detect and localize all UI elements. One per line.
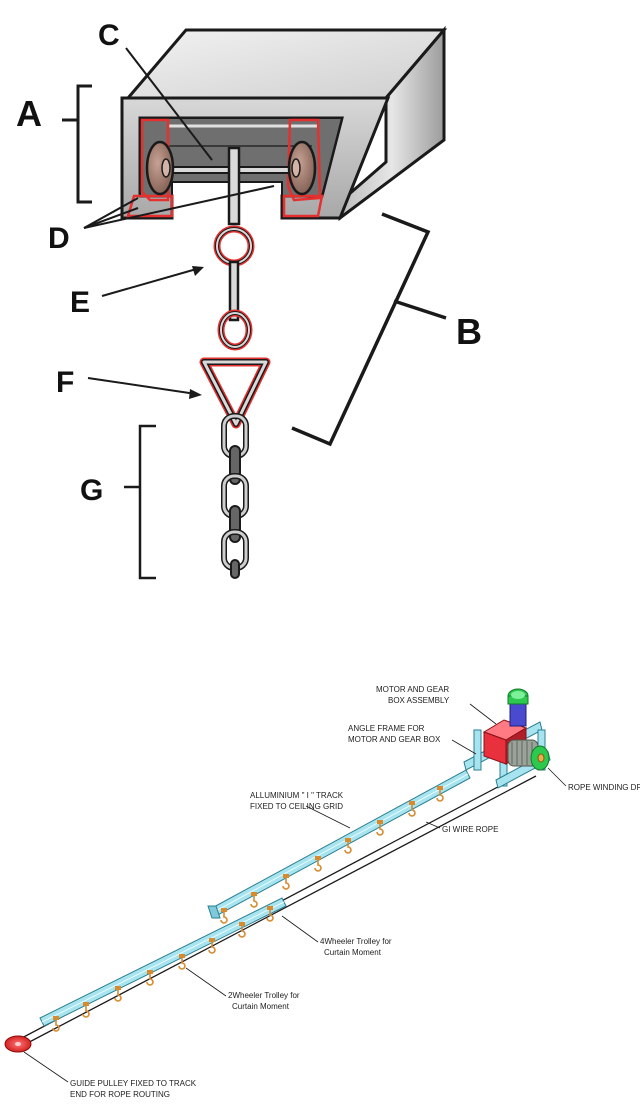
leader-d xyxy=(83,197,139,229)
ring-link xyxy=(216,228,252,264)
trolley-hook xyxy=(114,986,122,1002)
aluminium-track-upper-end xyxy=(207,905,221,919)
leader-f-arrow xyxy=(189,389,202,399)
bracket-b-tick xyxy=(393,299,447,320)
angle-frame-leg xyxy=(473,729,482,771)
label-d: D xyxy=(48,222,70,255)
rail-flange-highlight xyxy=(140,118,170,202)
guide-pulley-hub xyxy=(15,1042,21,1046)
leader-two-wheel xyxy=(185,967,227,997)
leader-angle-frame xyxy=(451,739,477,755)
trolley-hook xyxy=(250,892,258,908)
rail-flange-highlight xyxy=(126,194,174,218)
rope-winding-drum xyxy=(507,739,550,771)
trolley-hook xyxy=(208,938,216,954)
curtain-track-diagram: MOTOR AND GEAR BOX ASSEMBLY ANGLE FRAME … xyxy=(4,685,640,1099)
label-c: C xyxy=(98,19,120,52)
label-two-wheel-line2: Curtain Moment xyxy=(232,1002,290,1011)
four-wheeler-trolleys xyxy=(220,786,444,924)
trolley-hook xyxy=(314,856,322,872)
label-motor-gear-line2: BOX ASSEMBLY xyxy=(388,696,450,705)
trolley-hook xyxy=(344,838,352,854)
chain-link xyxy=(229,505,241,543)
trolley-hook xyxy=(266,906,274,922)
triangle-link xyxy=(202,360,268,426)
trolley-hook xyxy=(146,970,154,986)
trolley-hook xyxy=(436,786,444,802)
label-guide-pulley-line2: END FOR ROPE ROUTING xyxy=(70,1090,170,1099)
wire-rope xyxy=(17,775,537,1049)
trolley-hook xyxy=(282,874,290,890)
trolley-hook xyxy=(220,908,228,924)
chain xyxy=(221,413,249,579)
chain-link xyxy=(230,559,240,579)
hanger-stem xyxy=(227,146,241,226)
motor-cap-top xyxy=(511,691,525,699)
trolley-hook xyxy=(238,922,246,938)
label-two-wheel-line1: 2Wheeler Trolley for xyxy=(228,991,300,1000)
label-guide-pulley-line1: GUIDE PULLEY FIXED TO TRACK xyxy=(70,1079,197,1088)
trolley-hook xyxy=(82,1002,90,1018)
trolley-wheels xyxy=(145,140,317,196)
leader-d xyxy=(83,207,139,229)
label-four-wheel-line1: 4Wheeler Trolley for xyxy=(320,937,392,946)
connecting-rod xyxy=(228,260,240,322)
two-wheeler-trolleys xyxy=(52,906,274,1032)
wheel-hub xyxy=(161,158,171,178)
trolley-rail-diagram: A B C D E F G xyxy=(16,19,482,580)
leader-drum xyxy=(547,767,567,787)
bracket-a xyxy=(76,84,92,204)
label-angle-frame-line1: ANGLE FRAME FOR xyxy=(348,724,425,733)
trolley-hook xyxy=(178,954,186,970)
label-four-wheel-line2: Curtain Moment xyxy=(324,948,382,957)
motor-body xyxy=(509,701,527,727)
leader-track xyxy=(305,805,351,829)
label-e: E xyxy=(70,286,90,319)
label-track-line1: ALLUMINIUM " I " TRACK xyxy=(250,791,344,800)
trolley-hook xyxy=(52,1016,60,1032)
drum-flange-hub xyxy=(537,753,545,763)
leader-motor xyxy=(469,703,497,725)
leader-f xyxy=(87,377,197,395)
box-rail xyxy=(120,25,448,221)
wheel-left xyxy=(145,140,175,196)
trolley-hook xyxy=(376,820,384,836)
leader-c xyxy=(125,47,213,161)
trolley-hook xyxy=(408,801,416,817)
label-f: F xyxy=(56,366,74,399)
leader-pulley xyxy=(23,1051,69,1083)
rail-flange-highlight xyxy=(282,194,324,218)
label-g: G xyxy=(80,474,103,507)
leader-e-arrow xyxy=(192,266,204,276)
leader-e xyxy=(101,267,201,297)
label-rope-drum: ROPE WINDING DRUM xyxy=(568,783,640,792)
label-wire-rope: GI WIRE ROPE xyxy=(442,825,498,834)
leader-four-wheel xyxy=(281,915,319,943)
wheel-right xyxy=(287,140,317,196)
label-a: A xyxy=(16,93,42,134)
bracket-g xyxy=(138,424,156,580)
bracket-b xyxy=(291,212,431,447)
label-motor-gear-line1: MOTOR AND GEAR xyxy=(376,685,449,694)
leader-wire xyxy=(425,821,441,829)
label-track-line2: FIXED TO CEILING GRID xyxy=(250,802,343,811)
leader-d xyxy=(83,185,275,229)
aluminium-track-upper-edge xyxy=(213,773,469,913)
label-b: B xyxy=(456,311,482,352)
label-angle-frame-line2: MOTOR AND GEAR BOX xyxy=(348,735,441,744)
wheel-hub xyxy=(291,158,301,178)
lower-ring-link xyxy=(220,312,250,348)
